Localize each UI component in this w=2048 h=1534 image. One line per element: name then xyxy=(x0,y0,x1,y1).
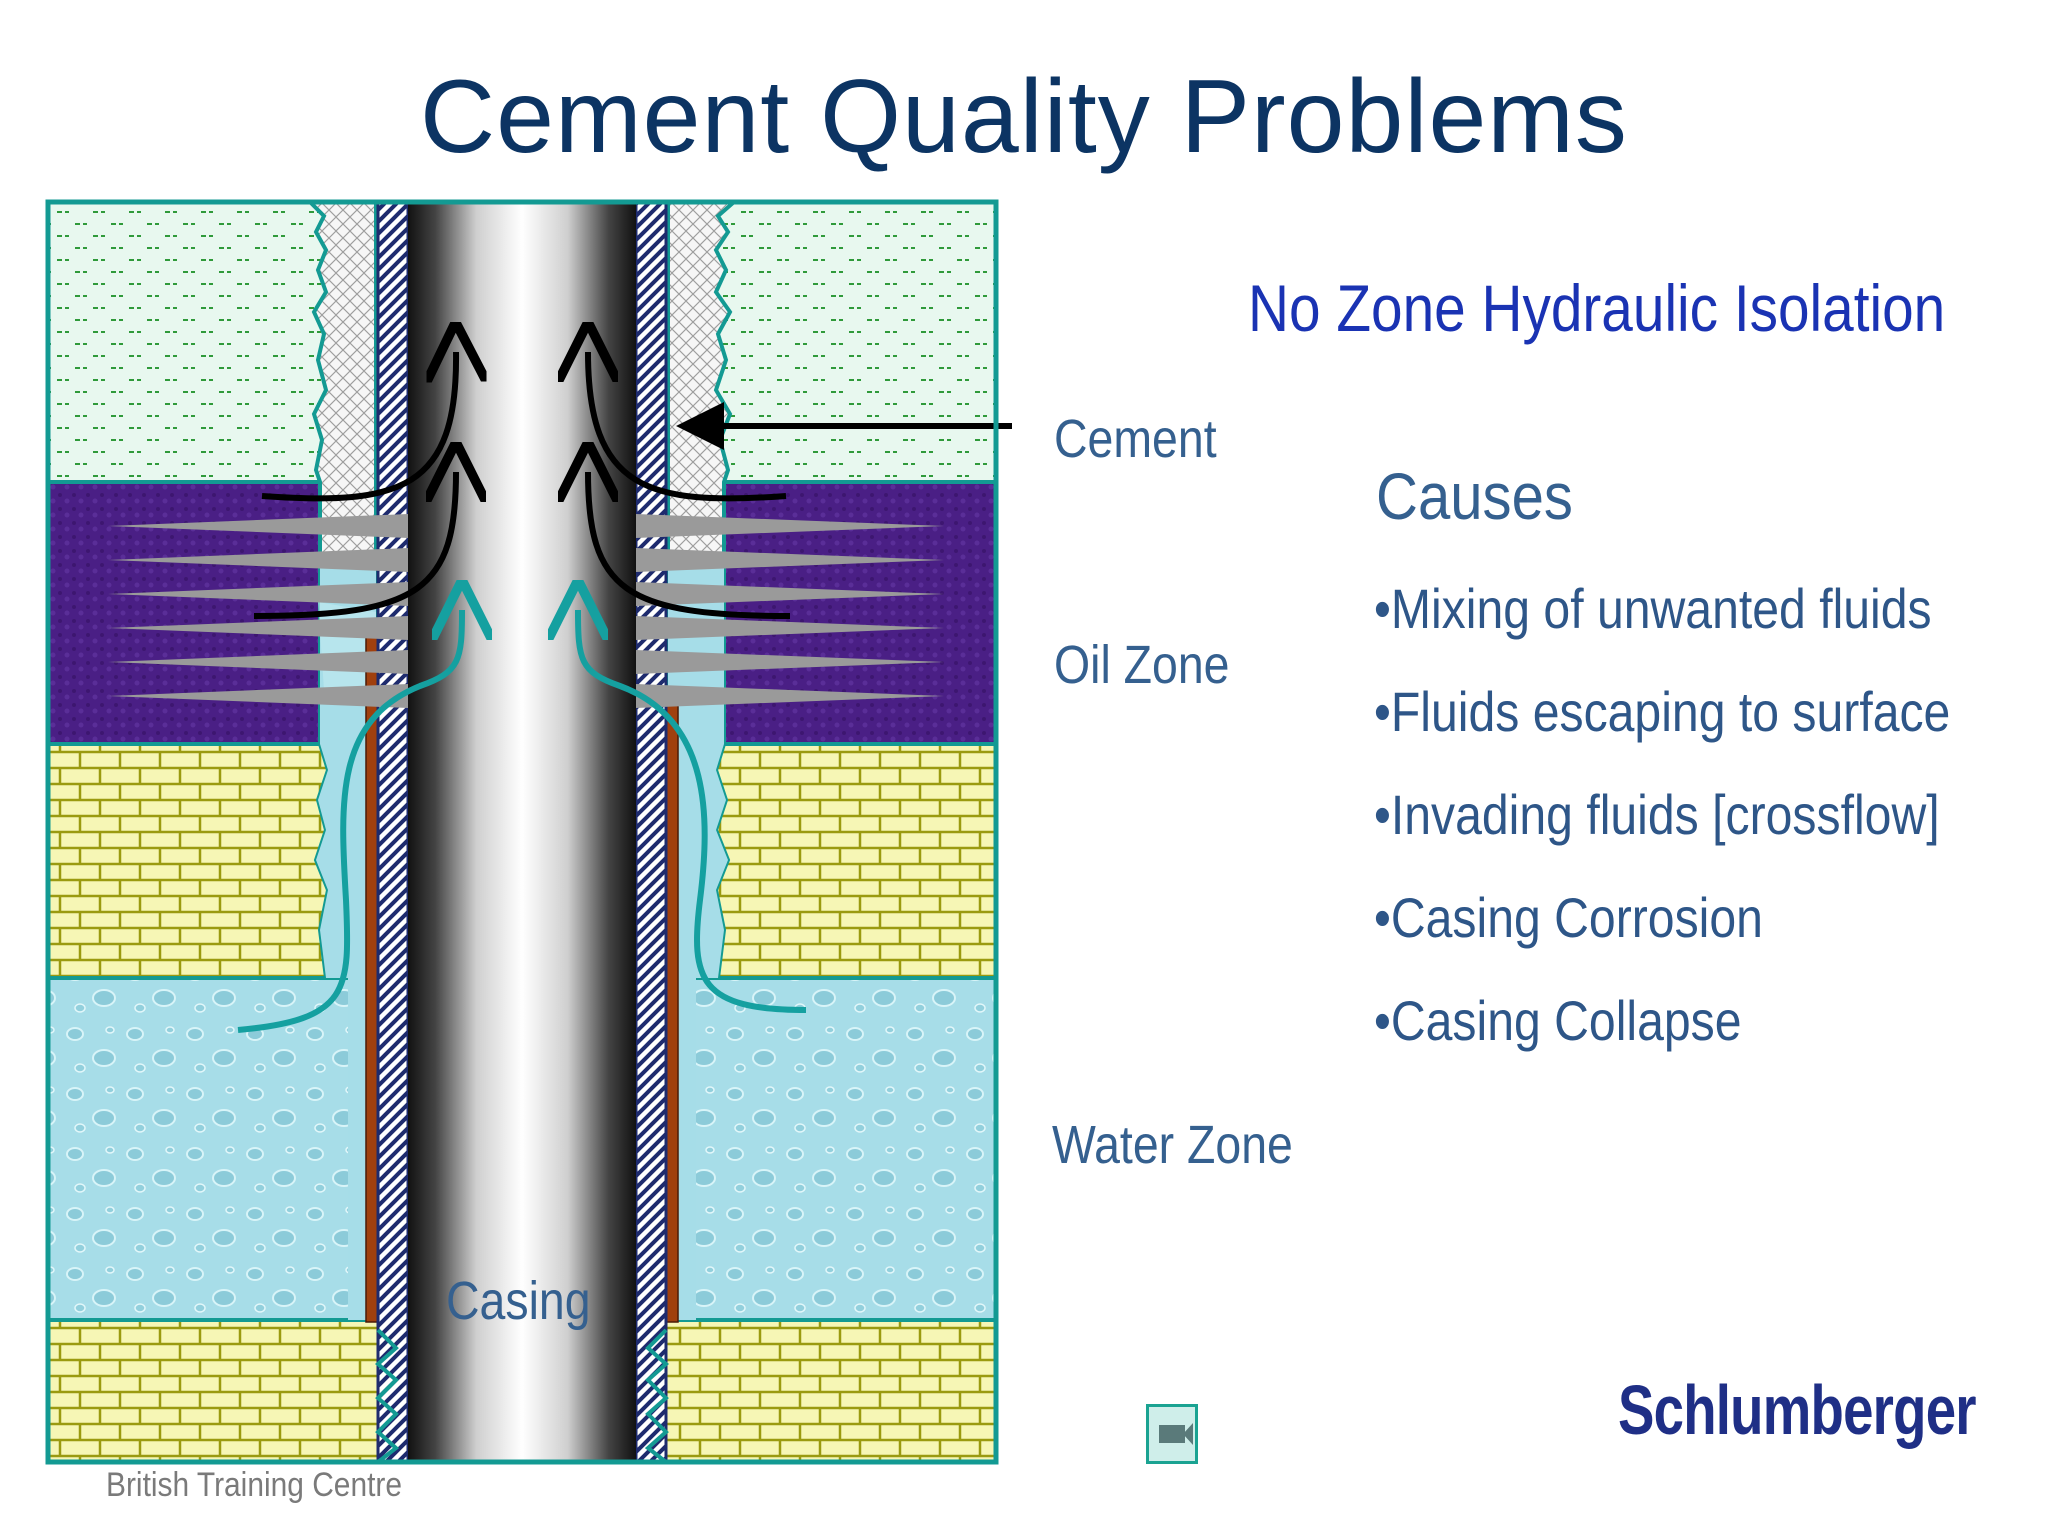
water-zone-label: Water Zone xyxy=(1052,1115,1293,1175)
cause-item: •Mixing of unwanted fluids xyxy=(1374,577,1932,640)
page-title: Cement Quality Problems xyxy=(420,59,1628,175)
casing-label: Casing xyxy=(446,1271,591,1331)
water-crossflow-arrows xyxy=(237,610,807,1033)
perforations-left xyxy=(108,514,408,708)
causes-list: •Mixing of unwanted fluids •Fluids escap… xyxy=(1374,576,2044,1091)
oil-zone-label: Oil Zone xyxy=(1054,635,1230,695)
oil-flow-arrows xyxy=(253,352,791,619)
causes-heading: Causes xyxy=(1376,459,1573,533)
perforations-right xyxy=(636,514,944,708)
video-camera-button[interactable] xyxy=(1146,1404,1198,1464)
subtitle: No Zone Hydraulic Isolation xyxy=(1248,271,1946,345)
casing-wall-right xyxy=(634,200,668,1464)
footer-text: British Training Centre xyxy=(106,1466,403,1504)
cause-item: •Casing Collapse xyxy=(1374,989,1742,1052)
diagram-frame xyxy=(45,199,999,1465)
casing-wall-left xyxy=(376,200,410,1464)
casing-pipe xyxy=(408,202,636,1462)
cause-item: •Invading fluids [crossflow] xyxy=(1374,783,1940,846)
schlumberger-logo: Schlumberger xyxy=(1618,1371,1977,1449)
video-camera-icon xyxy=(1159,1425,1185,1443)
cause-item: •Fluids escaping to surface xyxy=(1374,680,1951,743)
cement-label: Cement xyxy=(1054,409,1217,469)
cause-item: •Casing Corrosion xyxy=(1374,886,1763,949)
